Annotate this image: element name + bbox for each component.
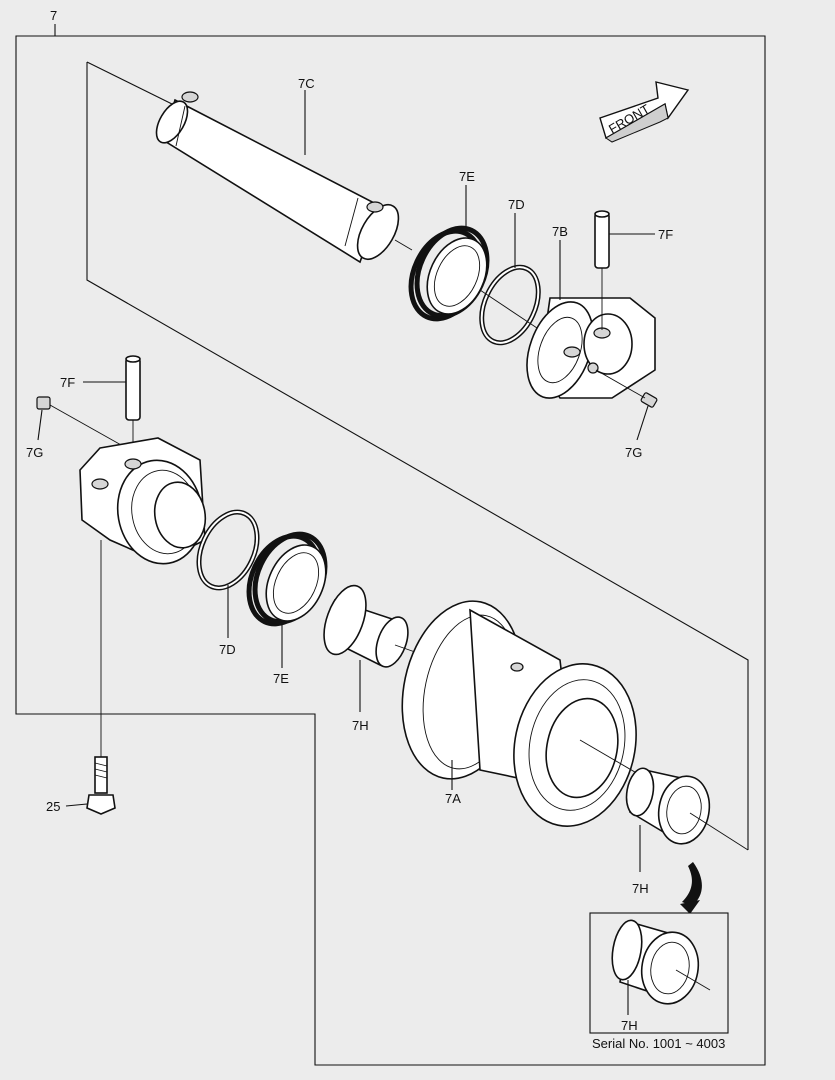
collar-7b [526, 297, 656, 399]
bushing-7h-left [323, 584, 416, 668]
group-bracket: 7 [15, 8, 766, 1066]
seal-7e-bottom [246, 531, 328, 627]
callout-7g-left: 7G [26, 445, 43, 460]
o-ring-7d-bottom [196, 509, 260, 591]
leader-7g-left [37, 409, 43, 441]
leader-7g-right [636, 405, 649, 441]
axis-line-top [479, 289, 541, 331]
front-direction-arrow: FRONT [599, 81, 690, 143]
callout-7g-right: 7G [625, 445, 642, 460]
shaft-7c [155, 91, 413, 264]
frame-top-edge [86, 61, 173, 105]
callout-7e-top: 7E [459, 169, 475, 184]
pin-7f-left [125, 355, 141, 462]
callout-7f-right: 7F [658, 227, 673, 242]
serial-inset-box [589, 912, 729, 1034]
roller-7a [401, 600, 641, 827]
callout-25: 25 [46, 799, 60, 814]
bushing-7h-right [625, 767, 749, 851]
inset-serial-caption: Serial No. 1001 ~ 4003 [592, 1036, 725, 1051]
bolt-25 [86, 540, 116, 815]
set-screw-7g-left [36, 396, 131, 451]
assembly-frame [86, 62, 749, 850]
callout-7f-left: 7F [60, 375, 75, 390]
callout-7d-top: 7D [508, 197, 525, 212]
inset-pointer-arrow [680, 862, 702, 914]
callout-7h-right: 7H [632, 881, 649, 896]
callout-7c: 7C [298, 76, 315, 91]
callout-7h-inset: 7H [621, 1018, 638, 1033]
callout-7h-left: 7H [352, 718, 369, 733]
set-screw-7g-right [595, 369, 658, 408]
seal-7e-top [408, 225, 490, 322]
group-number-label: 7 [50, 8, 57, 23]
callout-7a: 7A [445, 791, 461, 806]
leader-25 [65, 803, 88, 807]
pin-7f-right [594, 210, 610, 330]
callout-7e-bottom: 7E [273, 671, 289, 686]
callout-7d-bottom: 7D [219, 642, 236, 657]
collar-left [79, 437, 207, 565]
callout-7b: 7B [552, 224, 568, 239]
